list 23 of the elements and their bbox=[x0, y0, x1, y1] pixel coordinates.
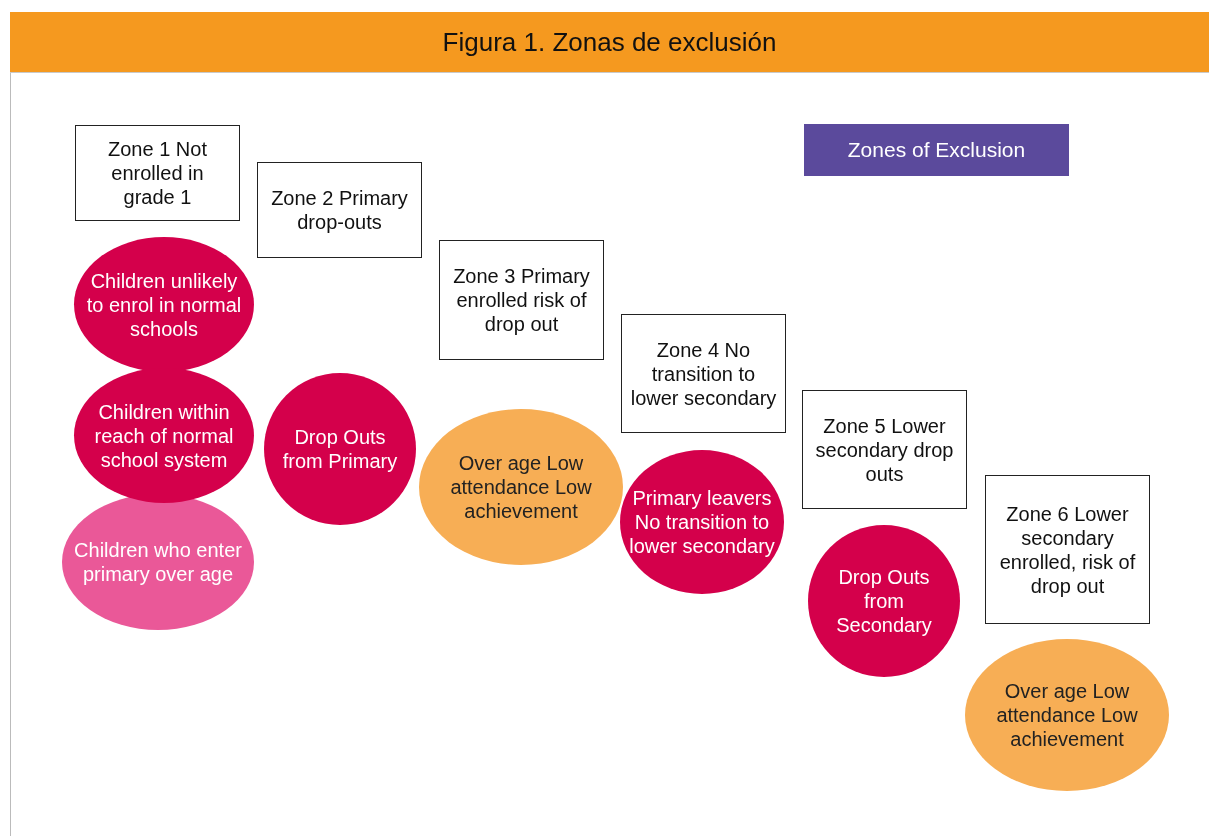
zone-box bbox=[985, 475, 1150, 624]
zone-box bbox=[802, 390, 967, 509]
node-label: Children unlikely to enrol in normal schools bbox=[85, 268, 243, 341]
zone-box bbox=[257, 162, 422, 258]
heading-tag bbox=[804, 124, 1069, 176]
node-label: Zones of Exclusion bbox=[847, 138, 1026, 162]
node-label: Drop Outs from Primary bbox=[281, 425, 399, 473]
node-label: Children who enter primary over age bbox=[73, 538, 243, 586]
node-label: Over age Low attendance Low achievement bbox=[995, 679, 1139, 751]
title: Figura 1. Zonas de exclusión bbox=[442, 26, 777, 58]
node-label: Over age Low attendance Low achievement bbox=[449, 451, 593, 523]
node-label: Zone 4 No transition to lower secondary bbox=[630, 337, 777, 410]
node-label: Children within reach of normal school system bbox=[93, 399, 235, 472]
zone-box bbox=[621, 314, 786, 433]
zone-box bbox=[75, 125, 240, 221]
node-label: Zone 1 Not enrolled in grade 1 bbox=[107, 137, 208, 209]
node-label: Primary leavers No transition to lower secondary bbox=[628, 486, 776, 558]
node-label: Drop Outs from Secondary bbox=[835, 565, 933, 637]
node-label: Zone 5 Lower secondary drop outs bbox=[814, 413, 955, 486]
node-label: Zone 2 Primary drop-outs bbox=[270, 186, 409, 234]
node-label: Zone 6 Lower secondary enrolled, risk of drop out bbox=[998, 501, 1137, 598]
zone-box bbox=[439, 240, 604, 360]
node-label: Zone 3 Primary enrolled risk of drop out bbox=[452, 264, 591, 336]
